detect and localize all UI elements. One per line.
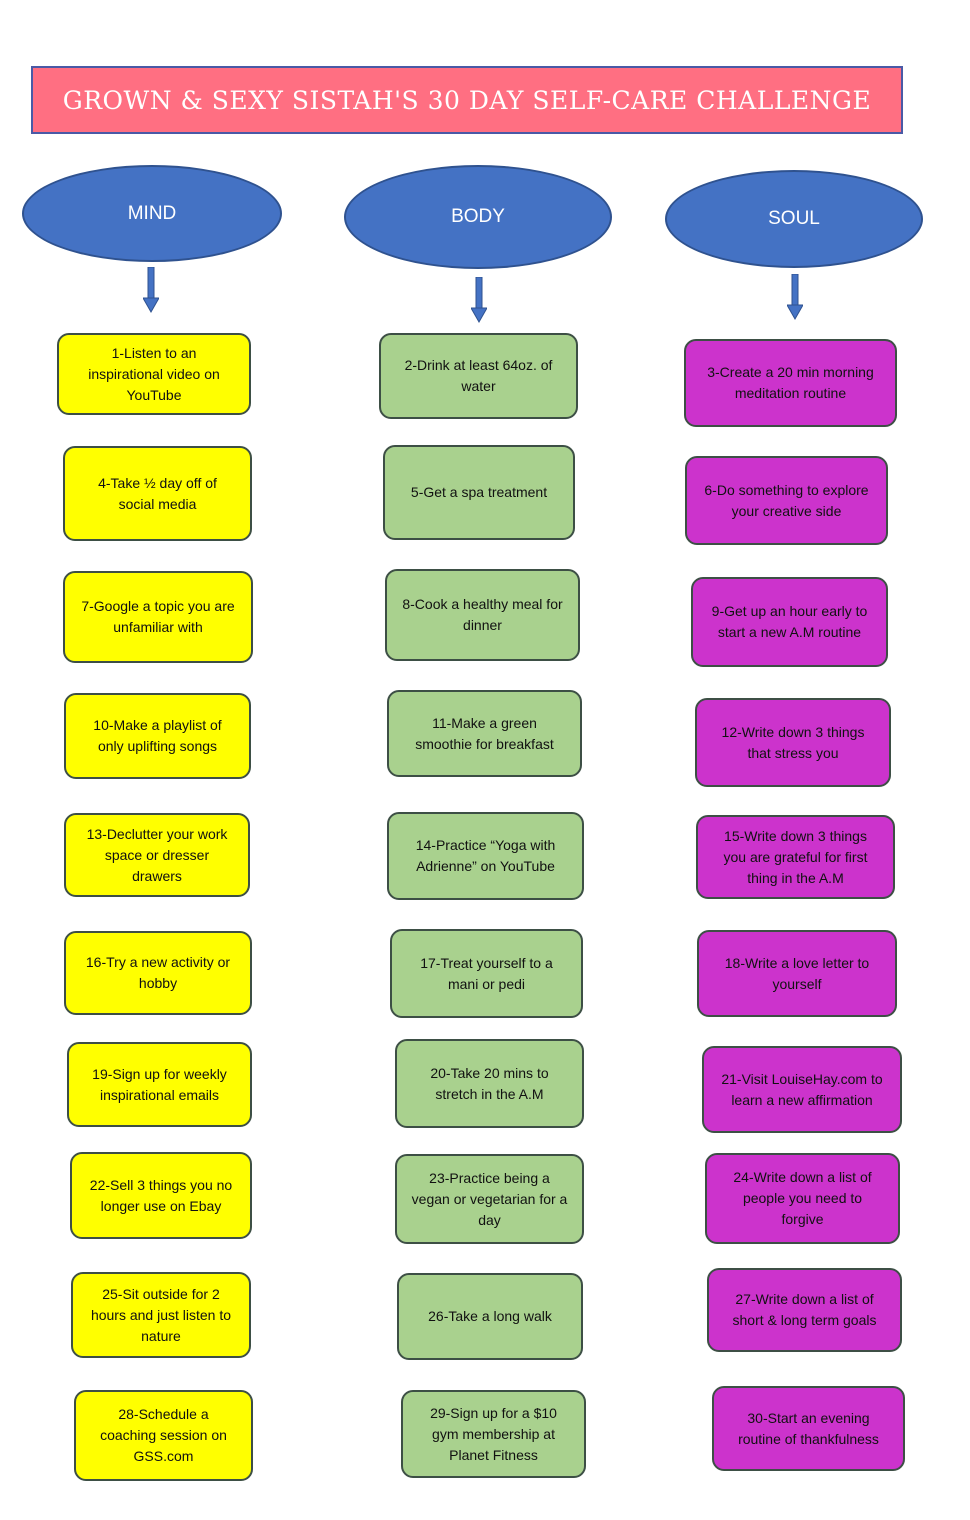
mind-task-card: 7-Google a topic you are unfamiliar with [63, 571, 253, 663]
down-arrow-icon [143, 267, 159, 313]
soul-task-card: 3-Create a 20 min morning meditation rou… [684, 339, 897, 427]
mind-task-card: 4-Take ½ day off of social media [63, 446, 252, 541]
mind-task-card: 22-Sell 3 things you no longer use on Eb… [70, 1152, 252, 1239]
body-task-card: 23-Practice being a vegan or vegetarian … [395, 1154, 584, 1244]
mind-task-card: 28-Schedule a coaching session on GSS.co… [74, 1390, 253, 1481]
body-task-card: 11-Make a green smoothie for breakfast [387, 690, 582, 777]
soul-task-card: 9-Get up an hour early to start a new A.… [691, 577, 888, 667]
soul-task-card: 6-Do something to explore your creative … [685, 456, 888, 545]
mind-task-card: 19-Sign up for weekly inspirational emai… [67, 1042, 252, 1127]
mind-task-card: 1-Listen to an inspirational video on Yo… [57, 333, 251, 415]
category-mind: MIND [22, 165, 282, 262]
body-task-card: 14-Practice “Yoga with Adrienne” on YouT… [387, 812, 584, 900]
soul-task-card: 21-Visit LouiseHay.com to learn a new af… [702, 1046, 902, 1133]
soul-task-card: 15-Write down 3 things you are grateful … [696, 815, 895, 899]
soul-task-card: 12-Write down 3 things that stress you [695, 698, 891, 787]
soul-task-card: 18-Write a love letter to yourself [697, 930, 897, 1017]
mind-task-card: 10-Make a playlist of only uplifting son… [64, 693, 251, 779]
down-arrow-icon [787, 274, 803, 320]
body-task-card: 29-Sign up for a $10 gym membership at P… [401, 1390, 586, 1478]
soul-task-card: 27-Write down a list of short & long ter… [707, 1268, 902, 1352]
down-arrow-icon [471, 277, 487, 323]
mind-task-card: 25-Sit outside for 2 hours and just list… [71, 1272, 251, 1358]
body-task-card: 20-Take 20 mins to stretch in the A.M [395, 1039, 584, 1128]
body-task-card: 17-Treat yourself to a mani or pedi [390, 929, 583, 1018]
soul-task-card: 30-Start an evening routine of thankfuln… [712, 1386, 905, 1471]
category-body: BODY [344, 165, 612, 269]
body-task-card: 26-Take a long walk [397, 1273, 583, 1360]
body-task-card: 2-Drink at least 64oz. of water [379, 333, 578, 419]
mind-task-card: 13-Declutter your work space or dresser … [64, 813, 250, 897]
page-title: Grown & Sexy Sistah's 30 Day Self-Care C… [62, 85, 872, 115]
title-banner: Grown & Sexy Sistah's 30 Day Self-Care C… [31, 66, 903, 134]
body-task-card: 8-Cook a healthy meal for dinner [385, 569, 580, 661]
soul-task-card: 24-Write down a list of people you need … [705, 1153, 900, 1244]
category-soul: SOUL [665, 170, 923, 268]
mind-task-card: 16-Try a new activity or hobby [64, 931, 252, 1015]
body-task-card: 5-Get a spa treatment [383, 445, 575, 540]
